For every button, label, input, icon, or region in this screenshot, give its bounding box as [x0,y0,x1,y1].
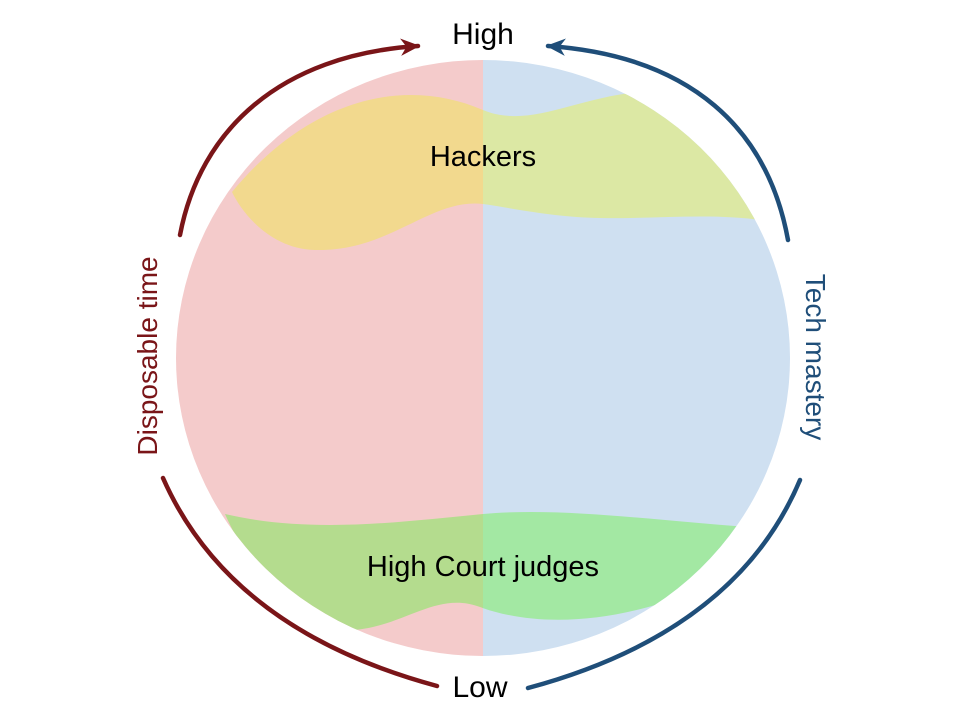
axis-label-disposable-time: Disposable time [132,256,163,455]
tech-mastery-arrow-lower [525,477,803,691]
disposable-time-arrow [160,38,440,689]
tech-mastery-arrow [525,38,803,691]
band-label-high-court-judges: High Court judges [367,551,599,583]
disposable-time-arrow-upper [177,38,421,238]
tech-mastery-arrow-upper [545,38,791,243]
label-high: High [452,18,514,51]
disposable-time-arrow-lower [160,475,440,689]
hackers-band-left [232,91,483,251]
band-label-hackers: Hackers [430,141,536,173]
label-low: Low [452,671,507,704]
judges-band-right [483,512,752,631]
hackers-band-right [483,91,790,251]
judges-band-left [225,512,483,631]
axis-label-tech-mastery: Tech mastery [800,274,831,441]
